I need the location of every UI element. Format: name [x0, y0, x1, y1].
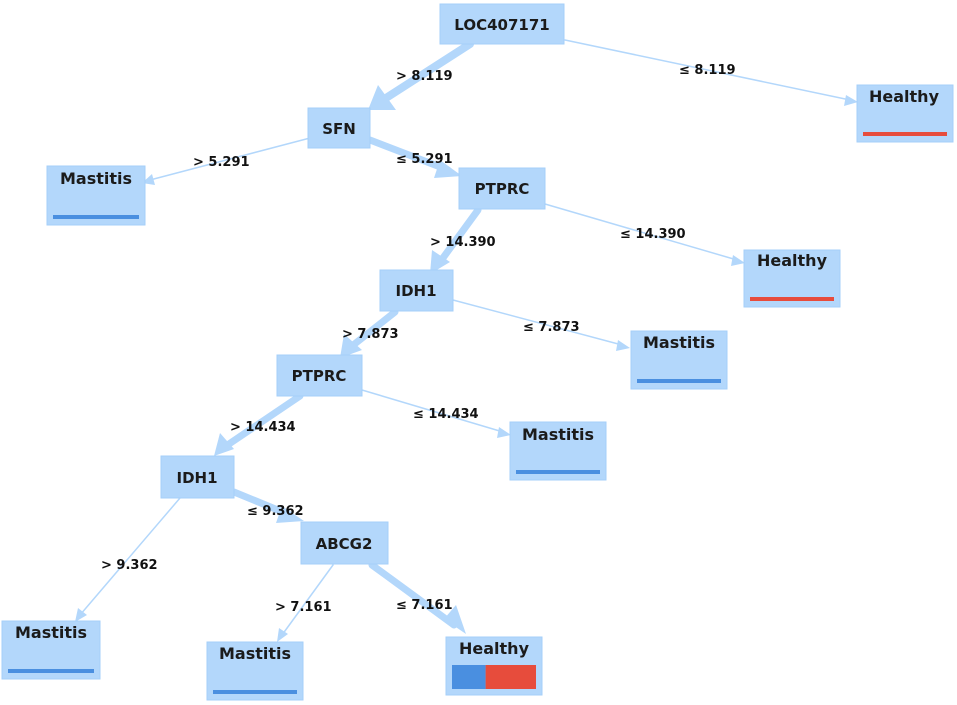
node-label: IDH1: [395, 282, 436, 300]
edge-loc407171-healthy-arrowhead: [844, 95, 858, 106]
leaf-label: Mastitis: [643, 333, 715, 352]
edge-ptprc-healthy-arrowhead: [731, 255, 745, 266]
edges-layer: [75, 39, 858, 642]
leaf-label: Healthy: [757, 251, 828, 270]
edge-label: ≤ 7.161: [396, 598, 453, 613]
leaf-label: Mastitis: [219, 644, 291, 663]
leaf-label: Healthy: [459, 639, 530, 658]
decision-node: IDH1: [379, 269, 454, 312]
leaf-label: Mastitis: [60, 169, 132, 188]
edge-loc407171-sfn-arrowhead: [368, 85, 396, 110]
edge-ptprc-mastitis: [361, 389, 504, 433]
leaf-nodes-layer: Healthy Mastitis Healthy Mastitis Mastit…: [1, 84, 954, 701]
edge-loc407171-healthy: [564, 39, 851, 101]
node-label: ABCG2: [316, 535, 373, 553]
edge-label: ≤ 9.362: [247, 504, 304, 519]
edge-label: > 14.434: [230, 420, 296, 435]
edge-abcg2-mastitis: [281, 564, 334, 636]
decision-node: ABCG2: [300, 521, 389, 565]
decision-node: LOC407171: [439, 3, 565, 45]
edge-ptprc-idh1-arrowhead: [430, 250, 450, 274]
edge-label: > 8.119: [396, 69, 453, 84]
edge-label: ≤ 5.291: [396, 152, 453, 167]
edge-abcg2-mastitis-arrowhead: [277, 628, 288, 642]
edge-label: ≤ 14.434: [413, 407, 479, 422]
decision-node: SFN: [307, 107, 371, 149]
mastitis-proportion-bar: [516, 470, 600, 474]
mastitis-proportion-bar: [452, 665, 486, 689]
edge-idh1-mastitis-arrowhead: [616, 340, 630, 351]
leaf-label: Mastitis: [522, 425, 594, 444]
edge-abcg2-healthy: [368, 561, 458, 629]
edge-ptprc-mastitis-arrowhead: [497, 427, 511, 438]
edge-abcg2-healthy-arrowhead: [444, 605, 466, 634]
mastitis-proportion-bar: [8, 669, 94, 673]
leaf-node: Mastitis: [1, 620, 101, 680]
edge-label: ≤ 7.873: [523, 320, 580, 335]
healthy-proportion-bar: [485, 665, 536, 689]
edge-idh1-mastitis-lower-arrowhead: [75, 608, 87, 622]
node-label: PTPRC: [475, 180, 530, 198]
leaf-label: Healthy: [869, 87, 940, 106]
edge-idh1-ptprc-arrowhead: [340, 334, 362, 358]
leaf-node: Mastitis: [46, 165, 146, 226]
leaf-node: Mastitis: [509, 421, 607, 481]
edge-idh1-abcg2-arrowhead: [276, 506, 304, 523]
edge-sfn-mastitis: [149, 137, 311, 181]
healthy-proportion-bar: [750, 297, 834, 301]
decision-nodes-layer: LOC407171 SFN PTPRC IDH1 PTPRC IDH1 ABCG…: [160, 3, 565, 565]
node-label: IDH1: [176, 469, 217, 487]
edge-ptprc-idh1: [436, 206, 482, 266]
mastitis-proportion-bar: [53, 215, 139, 219]
leaf-label: Mastitis: [15, 623, 87, 642]
decision-node: PTPRC: [458, 167, 546, 210]
leaf-node: Mastitis: [630, 330, 728, 390]
leaf-node: Healthy: [445, 636, 543, 696]
edge-ptprc-healthy: [544, 203, 738, 261]
edge-ptprc-idh1-lower: [222, 392, 304, 450]
edge-idh1-ptprc: [348, 308, 399, 350]
edge-label: ≤ 14.390: [620, 227, 686, 242]
edge-label: > 14.390: [430, 235, 496, 250]
node-label: PTPRC: [292, 367, 347, 385]
leaf-node: Healthy: [743, 249, 841, 308]
edge-idh1-mastitis: [452, 299, 623, 346]
healthy-proportion-bar: [863, 132, 947, 136]
edge-labels-layer: > 8.119 ≤ 8.119 > 5.291 ≤ 5.291 > 14.390…: [101, 63, 736, 615]
edge-idh1-mastitis-lower: [79, 497, 181, 616]
node-label: LOC407171: [454, 16, 549, 34]
edge-label: > 7.161: [275, 600, 332, 615]
node-label: SFN: [322, 120, 356, 138]
edge-ptprc-idh1-lower-arrowhead: [214, 433, 234, 456]
mastitis-proportion-bar: [637, 379, 721, 383]
edge-label: > 7.873: [342, 327, 399, 342]
edge-sfn-ptprc: [366, 136, 452, 174]
decision-node: PTPRC: [276, 354, 363, 397]
edge-label: > 5.291: [193, 155, 250, 170]
edge-loc407171-sfn: [382, 40, 474, 102]
edge-sfn-ptprc-arrowhead: [434, 160, 462, 178]
edge-label: > 9.362: [101, 558, 158, 573]
edge-label: ≤ 8.119: [679, 63, 736, 78]
decision-node: IDH1: [160, 455, 235, 499]
mastitis-proportion-bar: [213, 690, 297, 694]
leaf-node: Healthy: [856, 84, 954, 143]
leaf-node: Mastitis: [206, 641, 304, 701]
